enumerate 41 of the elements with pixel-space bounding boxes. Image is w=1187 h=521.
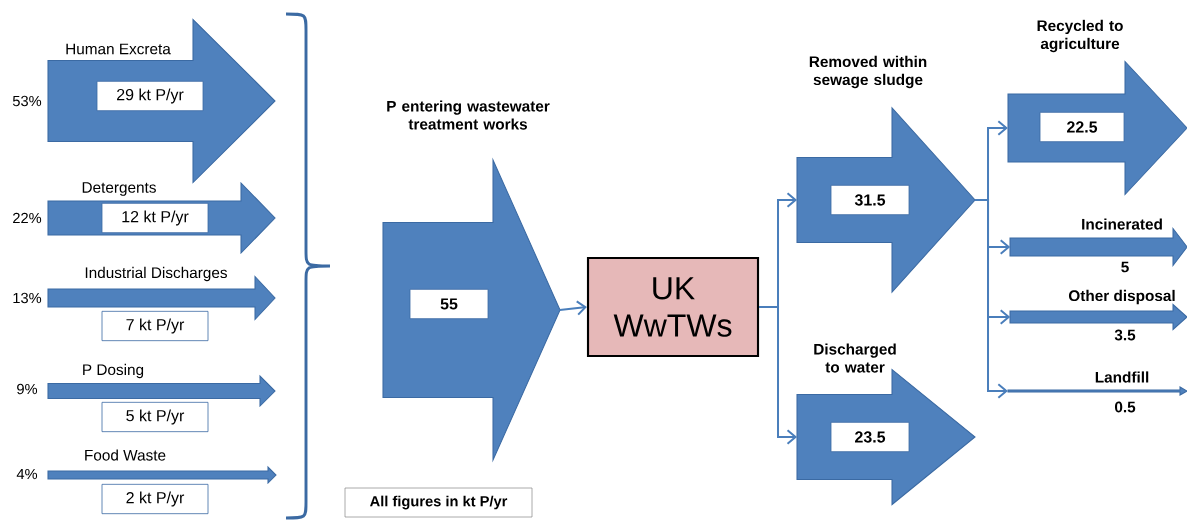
connector-arrow: [558, 300, 587, 316]
arrow-label: Other disposal: [1068, 289, 1175, 305]
arrow-label: Discharged to water: [814, 343, 896, 373]
percent-label: 53%: [12, 95, 42, 107]
percent-label: 4%: [16, 468, 38, 480]
connector-arrow: [973, 199, 1008, 399]
flow-band: [1007, 371, 1187, 413]
percent-label: 13%: [13, 292, 42, 304]
value-label: 3.5: [1114, 329, 1136, 341]
note-box: All figures in kt P/yr: [344, 487, 533, 518]
arrow-label: Landfill: [1095, 371, 1149, 383]
value-box: 7 kt P/yr: [101, 310, 209, 342]
process-box: UK WwTWs: [586, 256, 760, 358]
flow-band: [1007, 19, 1187, 196]
flow-band: [1009, 289, 1187, 341]
connector-arrow: [758, 306, 798, 445]
arrow-label: P Dosing: [83, 363, 144, 379]
value-box: 31.5: [830, 184, 910, 216]
value-label: 5: [1121, 261, 1129, 273]
arrow-label: Detergents: [82, 182, 156, 196]
flow-band: [1009, 218, 1187, 273]
arrow-label: Recycled to agriculture: [1037, 19, 1123, 53]
value-box: 22.5: [1039, 111, 1125, 143]
percent-label: 9%: [17, 383, 38, 395]
flow-band: [796, 55, 976, 294]
arrow-label: Food Waste: [85, 449, 166, 461]
flow-band: [382, 100, 561, 463]
percent-label: 22%: [13, 212, 42, 224]
value-box: 29 kt P/yr: [96, 80, 204, 112]
value-label: 0.5: [1114, 401, 1136, 413]
value-box: 5 kt P/yr: [101, 401, 209, 433]
value-box: 23.5: [830, 421, 910, 453]
value-box: 2 kt P/yr: [101, 483, 209, 515]
arrow-label: Removed within sewage sludge: [809, 55, 927, 89]
value-box: 55: [409, 288, 489, 320]
arrow-label: Human Excreta: [66, 43, 171, 55]
arrow-label: Incinerated: [1082, 218, 1162, 230]
flow-band: [796, 343, 976, 506]
arrow-label: Industrial Discharges: [85, 266, 227, 282]
arrow-label: P entering wastewater treatment works: [387, 100, 550, 130]
value-box: 12 kt P/yr: [101, 202, 209, 234]
